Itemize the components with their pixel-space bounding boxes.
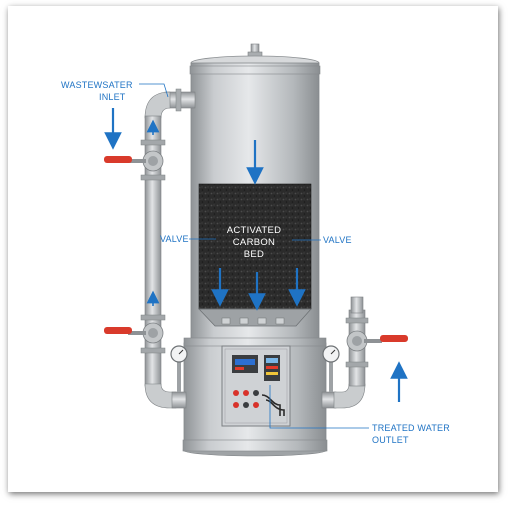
valve-handle-red[interactable]: [104, 156, 132, 163]
callout-inlet: WASTEWSATER INLET: [61, 80, 169, 102]
bed-label-line3: BED: [244, 249, 264, 260]
bed-label-line2: CARBON: [233, 237, 275, 248]
valve-left-label: VALVE: [160, 234, 189, 244]
valve-right-label: VALVE: [323, 235, 352, 245]
inlet-piping: [140, 88, 196, 409]
callout-valve-left: VALVE: [160, 234, 216, 244]
bed-label-line1: ACTIVATED: [227, 225, 282, 236]
control-panel: [221, 345, 291, 427]
pressure-gauge-right: [322, 345, 340, 392]
callout-valve-right: VALVE: [292, 235, 352, 245]
outlet-label-line1: TREATED WATER: [372, 423, 450, 433]
carbon-bed-label: ACTIVATED CARBON BED: [227, 225, 282, 260]
callout-outlet: TREATED WATER OUTLET: [269, 385, 450, 445]
flow-arrows-tank: [211, 140, 306, 311]
inlet-valve-lower[interactable]: [104, 322, 164, 344]
valve-handle-red[interactable]: [380, 335, 408, 342]
inlet-label-line1: WASTEWSATER: [61, 80, 133, 90]
inlet-valve-upper[interactable]: [104, 150, 164, 172]
outlet-valve[interactable]: [346, 330, 408, 352]
valve-handle-red[interactable]: [104, 327, 132, 334]
outlet-piping: [321, 296, 369, 409]
flow-arrows-external: [104, 108, 408, 402]
inlet-label-line2: INLET: [99, 92, 126, 102]
pressure-gauge-left: [170, 345, 188, 392]
indicator-lights: [233, 390, 259, 408]
outlet-label-line2: OUTLET: [372, 435, 409, 445]
